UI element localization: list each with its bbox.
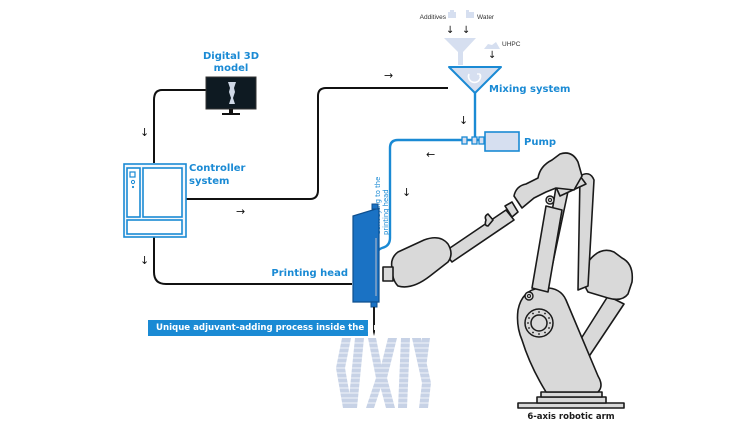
arrow-down-1: ↓ <box>140 126 149 139</box>
layer-lines <box>330 342 440 404</box>
bolt-ring <box>527 311 551 335</box>
nozzle <box>373 307 375 336</box>
water-bag-icon <box>466 10 474 18</box>
cable-controller-to-head <box>153 236 352 285</box>
pump-icon <box>484 131 520 152</box>
robotic-arm <box>382 152 634 409</box>
arrow-down-additives: ↓ <box>446 25 454 36</box>
uhpc-pile-icon <box>484 42 500 49</box>
mixing-funnel-icon <box>448 66 502 94</box>
monitor-icon <box>205 76 257 115</box>
raw-materials <box>448 10 500 49</box>
arrow-right-1: → <box>236 205 245 218</box>
printing-head <box>352 203 380 336</box>
label-digital-model-1: Digital 3D <box>203 51 259 62</box>
label-digital-model-2: model <box>214 63 249 74</box>
controller-cabinet-icon <box>123 163 187 238</box>
label-robotic-arm: 6-axis robotic arm <box>527 412 614 422</box>
pipe-fitting <box>461 136 485 145</box>
upper-funnel-icon <box>444 38 476 65</box>
label-uhpc: UHPC <box>502 41 521 48</box>
label-controller-2: system <box>189 176 229 187</box>
arrow-left-pipe: ← <box>426 148 435 161</box>
label-water: Water <box>477 14 495 21</box>
adjuvant-process-banner: Unique adjuvant-adding process inside th… <box>148 320 433 336</box>
cable-model-to-controller <box>153 89 206 163</box>
label-pump: Pump <box>524 137 556 148</box>
label-controller-1: Controller <box>189 163 246 174</box>
arrow-down-2: ↓ <box>140 254 149 267</box>
arrow-right-2: → <box>384 69 393 82</box>
label-mixing-system: Mixing system <box>489 84 570 95</box>
additives-bag-icon <box>448 10 456 18</box>
arrow-down-mixer: ↓ <box>459 114 468 127</box>
arrow-down-uhpc: ↓ <box>488 50 496 61</box>
label-conveying-2: printing head <box>382 189 390 235</box>
control-cables <box>153 87 448 285</box>
label-printing-head: Printing head <box>271 268 348 279</box>
label-additives: Additives <box>420 14 447 21</box>
cable-controller-to-mixer <box>186 87 448 200</box>
arrow-down-pipe: ↓ <box>402 186 411 199</box>
arrow-down-water: ↓ <box>462 25 470 36</box>
